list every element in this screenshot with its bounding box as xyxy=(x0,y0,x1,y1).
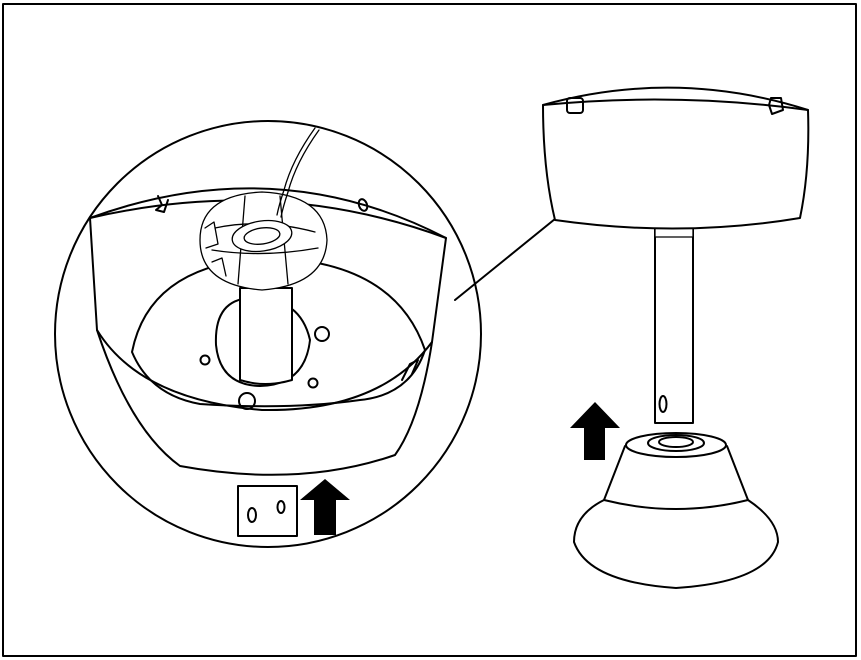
keyhole-slot xyxy=(357,198,369,212)
keyhole-slot xyxy=(155,195,169,213)
upward-arrow xyxy=(300,479,350,535)
mounting-hole xyxy=(307,377,319,389)
hanger-ball xyxy=(199,191,328,291)
mounting-hole xyxy=(238,392,256,410)
downrod-inner xyxy=(239,287,293,385)
upward-arrow xyxy=(570,402,620,460)
leader-line xyxy=(454,205,572,301)
ground-wire xyxy=(276,127,316,216)
magnified-detail-view xyxy=(54,120,482,548)
mounting-hole xyxy=(314,326,330,342)
keyhole-slot xyxy=(401,359,419,381)
fan-canopy-assembly xyxy=(542,86,810,589)
motor-coupling-housing xyxy=(573,432,779,589)
figure-frame xyxy=(2,3,857,657)
magnifier-circle xyxy=(54,120,482,548)
downrod-stub xyxy=(237,485,298,537)
ceiling-canopy xyxy=(542,86,810,230)
mounting-hole xyxy=(199,354,211,366)
downrod xyxy=(654,224,694,424)
